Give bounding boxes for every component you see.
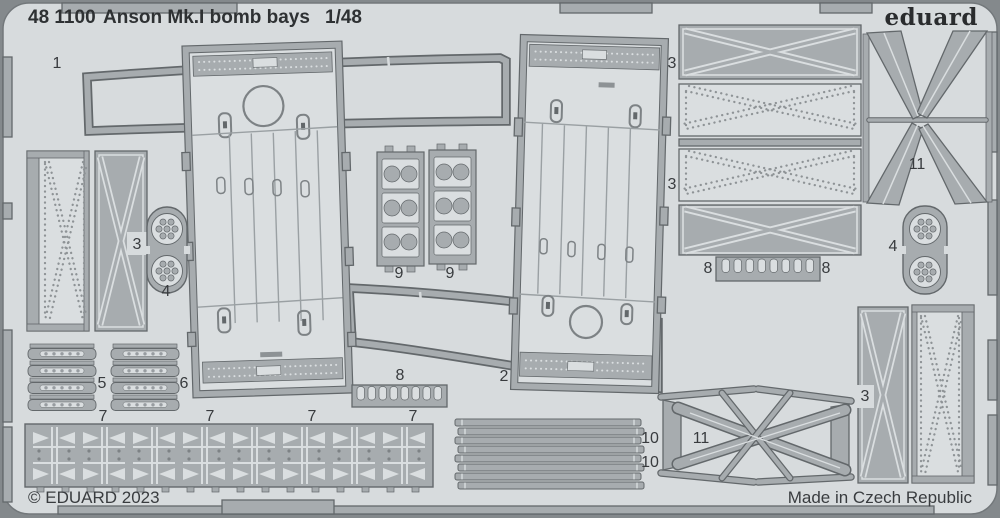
part-number-label: 3 (861, 388, 870, 405)
fret-connector-strip (678, 138, 862, 147)
part-number-label: 9 (395, 265, 404, 282)
part-number-label: 4 (889, 238, 898, 255)
part-2-door-panel (508, 33, 672, 395)
brand-logo: eduard (884, 4, 978, 31)
part-number-label: 8 (704, 260, 713, 277)
part-number-label: 1 (53, 55, 62, 72)
part-number-label: 11 (693, 430, 710, 447)
part-number-label: 8 (822, 260, 831, 277)
part-number-label: 6 (180, 375, 189, 392)
part-number-label: 7 (409, 408, 418, 425)
part-7-bracket-strip (24, 423, 434, 493)
part-number-label: 7 (206, 408, 215, 425)
part-number-label: 7 (308, 408, 317, 425)
part-3-xbrace-panel-left (94, 150, 148, 332)
part-number-label: 10 (641, 454, 659, 471)
part-number-label: 2 (500, 368, 509, 385)
circular-cutout (242, 84, 285, 128)
part-number-label: 3 (668, 176, 677, 193)
part-3-dotted-panel-right-2 (678, 148, 862, 202)
part-number-label: 10 (641, 430, 659, 447)
part-number-label: 9 (446, 265, 455, 282)
part-number-label: 3 (668, 55, 677, 72)
part-7-tabs (36, 486, 420, 493)
part-11-truss-top (862, 30, 993, 206)
page-title: Anson Mk.I bomb bays (103, 7, 310, 28)
part-3-dotted-panel-right-1 (678, 83, 862, 137)
scale-label: 1/48 (325, 7, 362, 28)
part-3-dotted-panel-left (26, 150, 90, 332)
part-number-label: 3 (133, 236, 142, 253)
part-number-label: 8 (396, 367, 405, 384)
part-11-truss-bottom (657, 385, 855, 486)
part-4-oval-left (144, 206, 190, 294)
part-3-dotted-panel-bottom-right (911, 304, 975, 484)
part-number-label: 11 (909, 156, 926, 173)
part-3-xbrace-panel-bottom-right (857, 306, 909, 484)
part-number-label: 7 (99, 408, 108, 425)
catalog-number: 48 1100 (28, 7, 96, 28)
part-number-label: 4 (162, 283, 171, 300)
part-4-oval-right (900, 205, 950, 295)
part-8-comb-center (351, 384, 448, 408)
part-number-label: 5 (98, 375, 107, 392)
part-1-door-panel (181, 40, 357, 399)
origin-text: Made in Czech Republic (788, 488, 973, 507)
part-3-xbrace-panel-top-right-1 (678, 24, 862, 80)
circular-cutout (568, 304, 604, 340)
part-3-xbrace-panel-top-right-2 (678, 205, 862, 255)
part-8-comb-right (715, 256, 821, 282)
copyright-text: © EDUARD 2023 (28, 488, 160, 507)
